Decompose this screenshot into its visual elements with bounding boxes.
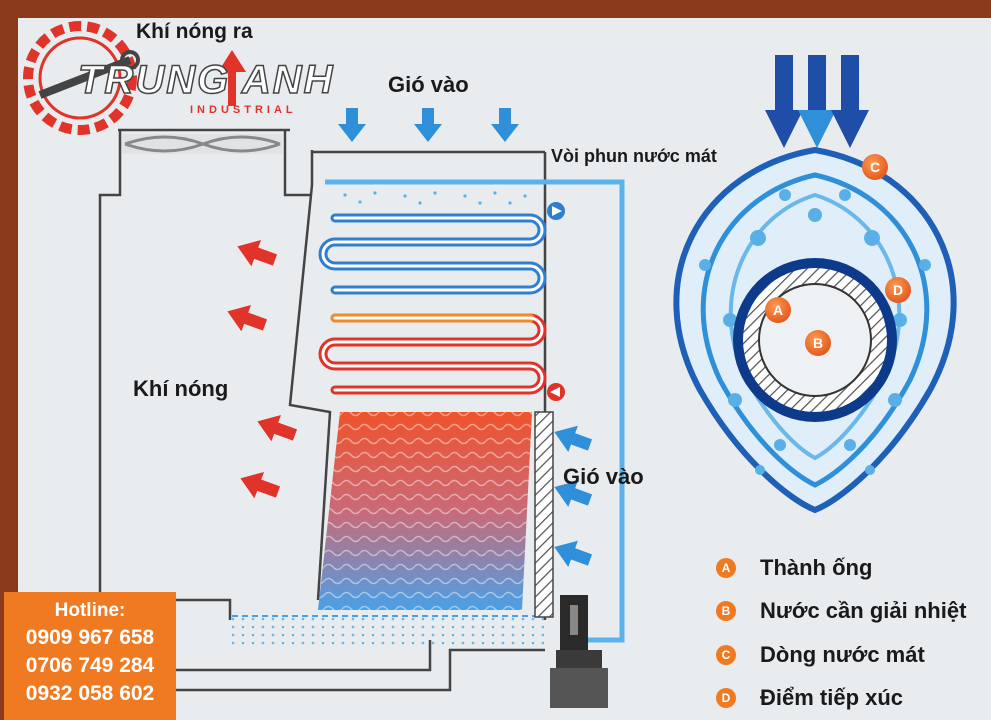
label-spray-nozzle: Vòi phun nước mát xyxy=(551,146,717,166)
hotline-title: Hotline: xyxy=(54,600,126,621)
legend-text-b: Nước cần giải nhiệt xyxy=(760,598,967,623)
spray-pipe xyxy=(325,179,625,643)
wind-in-side-arrows xyxy=(554,425,593,567)
hot-air-up-arrow xyxy=(218,50,246,106)
marker-a: A xyxy=(773,302,783,318)
marker-c: C xyxy=(870,159,880,175)
label-hot-air: Khí nóng xyxy=(133,376,229,401)
legend-text-c: Dòng nước mát xyxy=(760,642,925,667)
air-louver xyxy=(534,411,554,618)
legend-item-d: D Điểm tiếp xúc xyxy=(716,685,903,711)
wind-in-top-arrows xyxy=(338,108,519,142)
hotline-number-2[interactable]: 0706 749 284 xyxy=(25,654,155,677)
spray-drops xyxy=(343,191,527,205)
pump-icon xyxy=(550,595,608,708)
hotline-number-1[interactable]: 0909 967 658 xyxy=(25,626,155,649)
label-hot-air-out: Khí nóng ra xyxy=(136,20,253,43)
basin-water xyxy=(232,615,544,648)
hot-air-arrows xyxy=(227,240,298,499)
label-wind-in-side: Gió vào xyxy=(563,464,644,489)
legend-badge-c: C xyxy=(716,645,736,665)
marker-d: D xyxy=(893,282,903,298)
coil-cold-inner xyxy=(321,216,544,292)
legend-badge-a: A xyxy=(716,558,736,578)
legend-badge-b: B xyxy=(716,601,736,621)
legend-badge-d: D xyxy=(716,688,736,708)
marker-badges xyxy=(765,154,911,356)
legend-text-a: Thành ống xyxy=(760,555,873,580)
marker-b: B xyxy=(813,335,823,351)
hotline-number-3[interactable]: 0932 058 602 xyxy=(25,682,155,705)
label-wind-in-top: Gió vào xyxy=(388,72,469,97)
legend-item-b: B Nước cần giải nhiệt xyxy=(716,598,966,624)
hotline-box: Hotline: 0909 967 658 0706 749 284 0932 … xyxy=(4,592,176,720)
fan-icon xyxy=(122,134,282,154)
legend-text-d: Điểm tiếp xúc xyxy=(760,685,904,710)
legend-item-a: A Thành ống xyxy=(716,555,872,581)
logo-sub-text: INDUSTRIAL xyxy=(190,104,297,116)
legend-item-c: C Dòng nước mát xyxy=(716,642,925,668)
logo-main-text: TRUNG ANH xyxy=(77,57,335,103)
logo-gear-icon xyxy=(23,21,140,135)
